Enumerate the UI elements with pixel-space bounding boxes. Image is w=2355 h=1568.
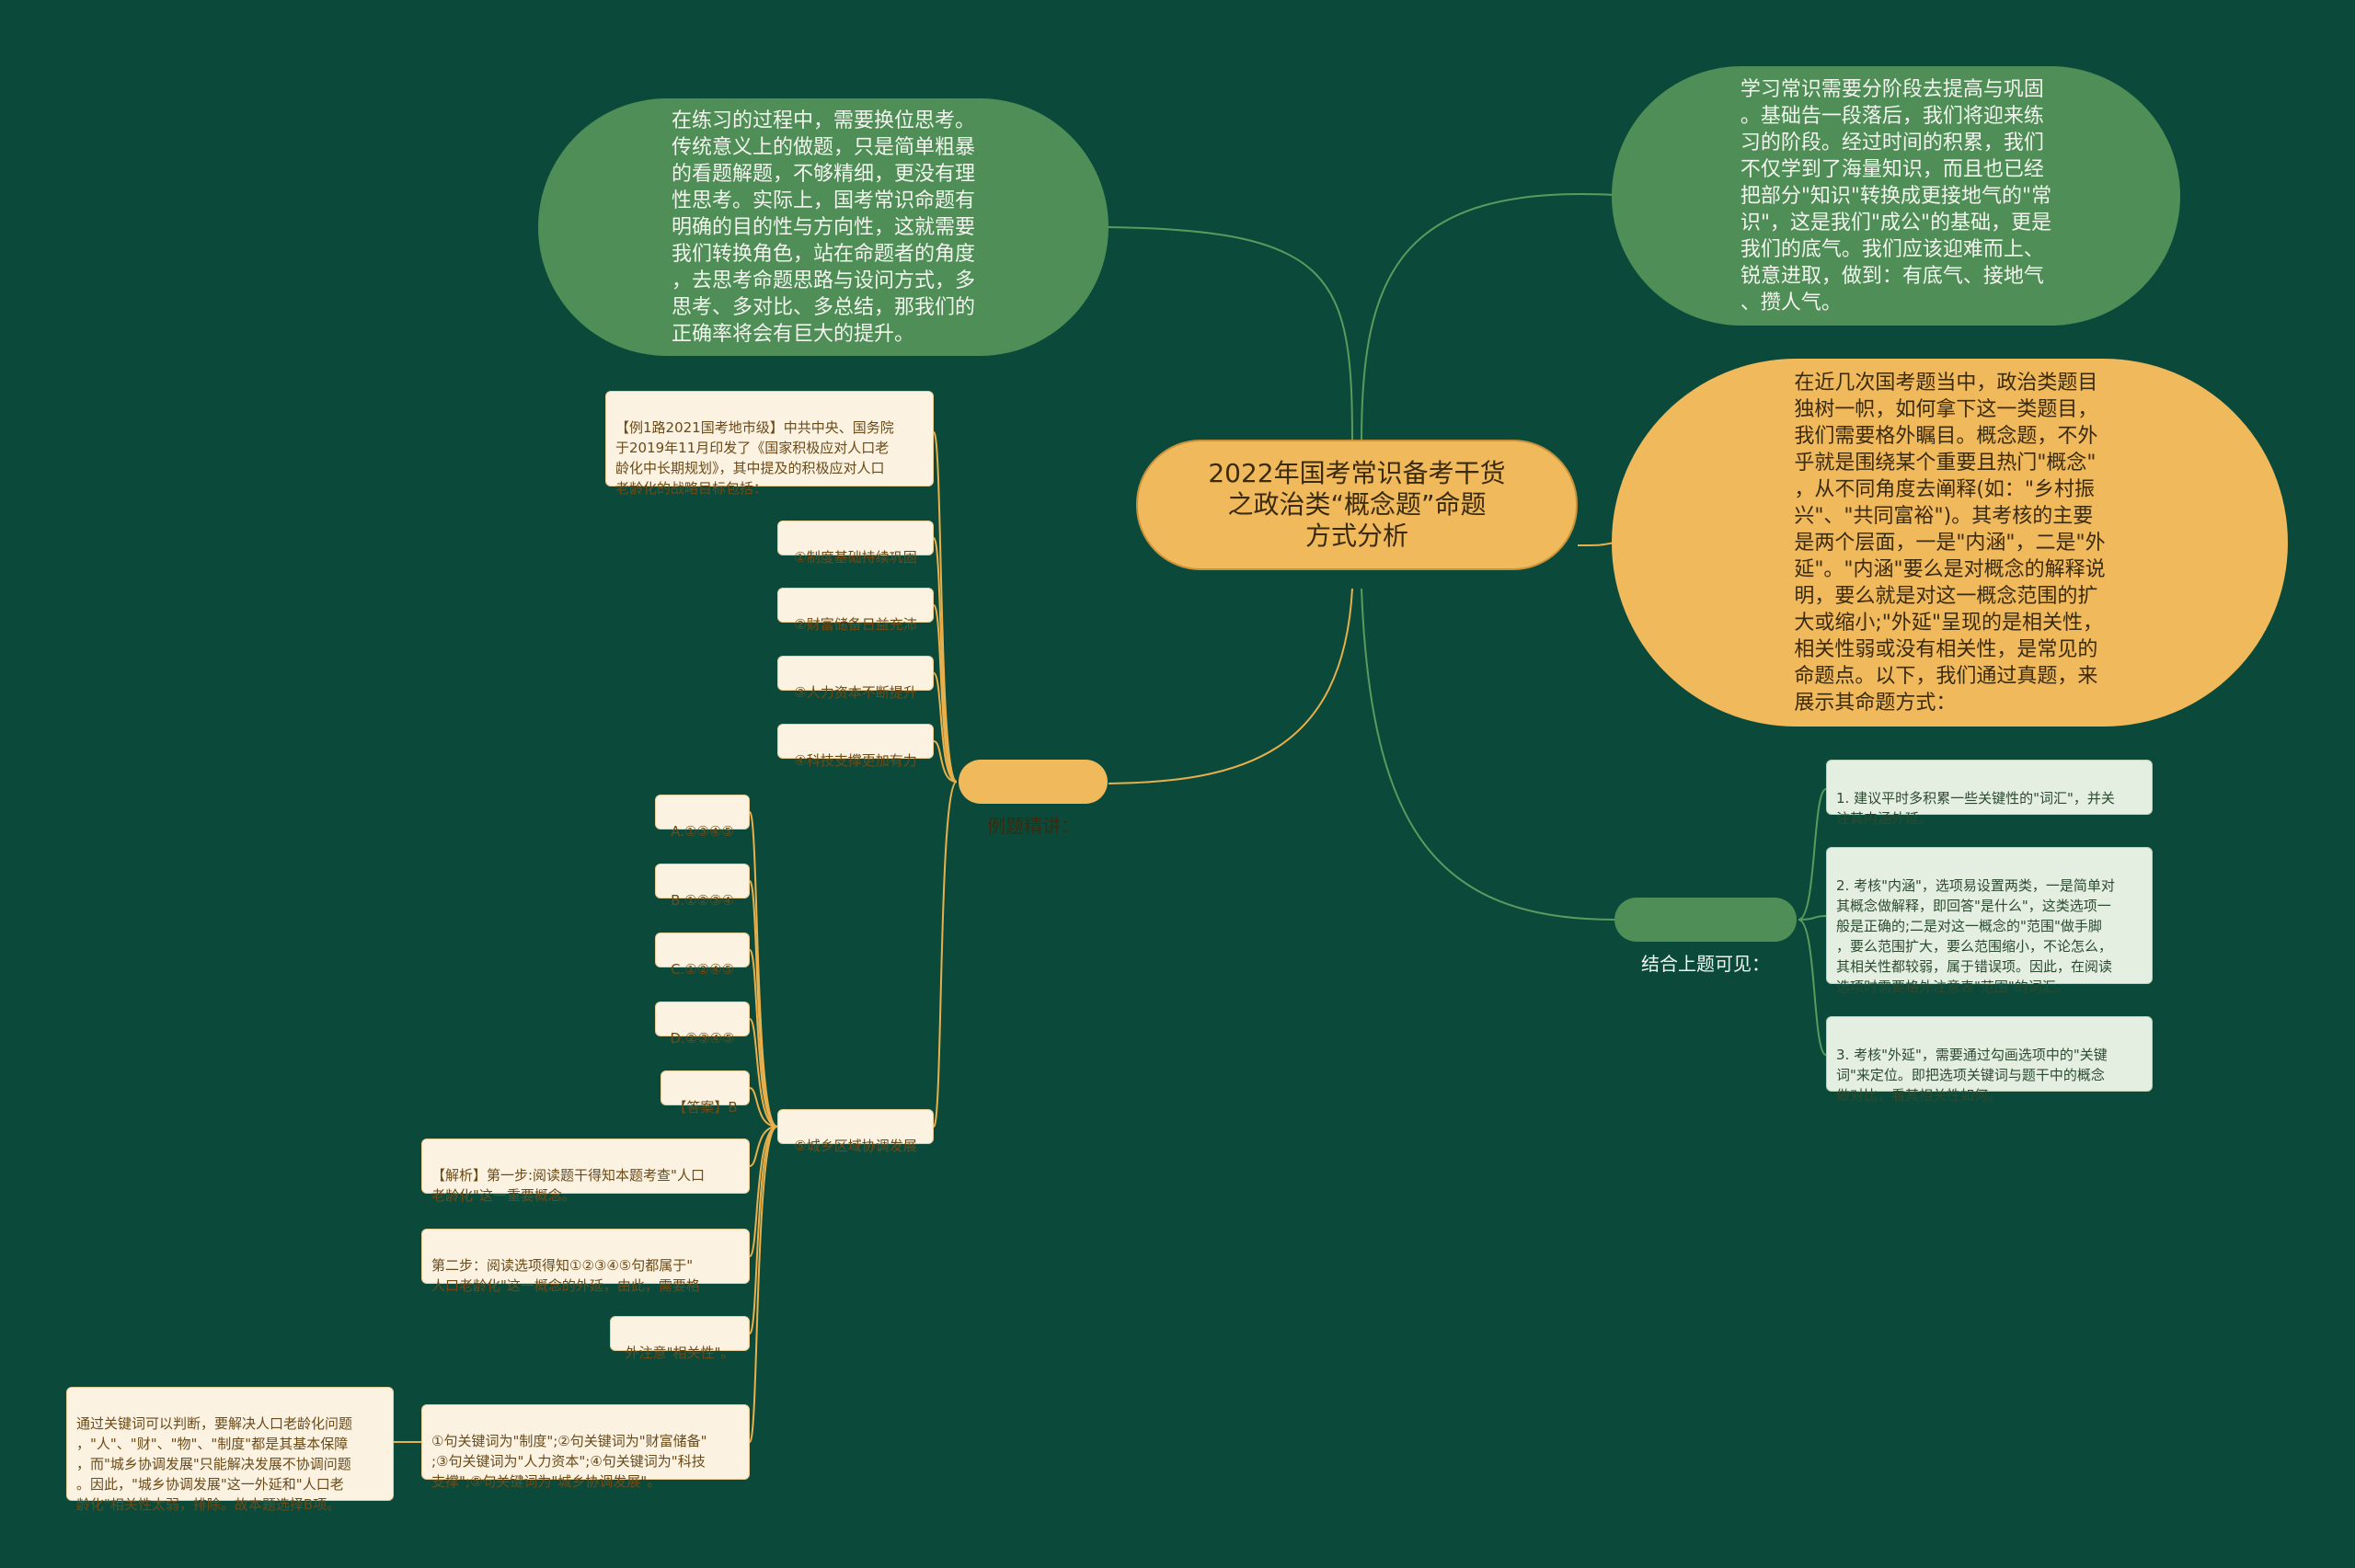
analysis-step2-card[interactable]: 第二步：阅读选项得知①②③④⑤句都属于" 人口老龄化"这一概念的外延，由此，需要… [421, 1229, 750, 1294]
analysis-step3-text: 外注意"相关性"。 [625, 1345, 735, 1361]
item-card[interactable]: ①制度基础持续巩固 [777, 521, 934, 566]
example-label-text: 例题精讲： [987, 815, 1079, 837]
practice-thinking-text: 在练习的过程中，需要换位思考。 传统意义上的做题，只是简单粗暴 的看题解题，不够… [671, 109, 975, 346]
example-label-node[interactable]: 例题精讲： [959, 760, 1108, 837]
analysis-conclusion-card[interactable]: 通过关键词可以判断，要解决人口老龄化问题 ，"人"、"财"、"物"、"制度"都是… [66, 1387, 394, 1513]
answer-card[interactable]: 【答案】B [661, 1070, 750, 1116]
item-card[interactable]: ④科技支撑更加有力 [777, 724, 934, 769]
option-text: D.②③④⑤ [670, 1030, 735, 1047]
option-text: C.①②④⑤ [670, 961, 735, 978]
item-card[interactable]: ③人力资本不断提升 [777, 656, 934, 701]
analysis-keywords-card[interactable]: ①句关键词为"制度";②句关键词为"财富储备" ;③句关键词为"人力资本";④句… [421, 1404, 750, 1490]
item-text: ④科技支撑更加有力 [794, 752, 917, 769]
analysis-conclusion-text: 通过关键词可以判断，要解决人口老龄化问题 ，"人"、"财"、"物"、"制度"都是… [76, 1415, 353, 1513]
analysis-step3-card[interactable]: 外注意"相关性"。 [610, 1316, 750, 1361]
conclusion-text: 2. 考核"内涵"，选项易设置两类，一是简单对 其概念做解释，即回答"是什么"，… [1836, 877, 2115, 995]
analysis-step1-card[interactable]: 【解析】第一步:阅读题干得知本题考查"人口 老龄化"这一重要概念。 [421, 1139, 750, 1204]
item-text: ①制度基础持续巩固 [794, 549, 917, 566]
option-text: B.①②③④ [671, 892, 734, 909]
option-text: A.①③④⑤ [671, 823, 734, 840]
item-text: ②财富储备日益充沛 [794, 616, 917, 633]
root-topic[interactable]: 2022年国考常识备考干货 之政治类“概念题”命题 方式分析 [1136, 440, 1578, 570]
question-card[interactable]: 【例1路2021国考地市级】中共中央、国务院 于2019年11月印发了《国家积极… [605, 391, 934, 497]
analysis-keywords-text: ①句关键词为"制度";②句关键词为"财富储备" ;③句关键词为"人力资本";④句… [431, 1433, 707, 1490]
concept-question-text: 在近几次国考题当中，政治类题目 独树一帜，如何拿下这一类题目， 我们需要格外瞩目… [1794, 371, 2106, 715]
conclusion-text: 1. 建议平时多积累一些关键性的"词汇"，并关 注其内涵外延。 [1836, 790, 2115, 827]
concept-question-node[interactable]: 在近几次国考题当中，政治类题目 独树一帜，如何拿下这一类题目， 我们需要格外瞩目… [1612, 359, 2288, 727]
conclusion-card[interactable]: 1. 建议平时多积累一些关键性的"词汇"，并关 注其内涵外延。 [1826, 760, 2153, 827]
conclusion-text: 3. 考核"外延"，需要通过勾画选项中的"关键 词"来定位。即把选项关键词与题干… [1836, 1047, 2108, 1104]
item-card[interactable]: ②财富储备日益充沛 [777, 588, 934, 633]
practice-thinking-node[interactable]: 在练习的过程中，需要换位思考。 传统意义上的做题，只是简单粗暴 的看题解题，不够… [538, 98, 1109, 356]
conclusion-label-node[interactable]: 结合上题可见： [1614, 898, 1797, 975]
option-card[interactable]: C.①②④⑤ [655, 933, 750, 978]
study-stages-node[interactable]: 学习常识需要分阶段去提高与巩固 。基础告一段落后，我们将迎来练 习的阶段。经过时… [1612, 66, 2180, 326]
item-text: ③人力资本不断提升 [794, 684, 917, 701]
item-text: ⑤城乡区域协调发展 [794, 1138, 917, 1154]
option-card[interactable]: D.②③④⑤ [655, 1001, 750, 1047]
analysis-step2-text: 第二步：阅读选项得知①②③④⑤句都属于" 人口老龄化"这一概念的外延，由此，需要… [431, 1257, 700, 1294]
option-card[interactable]: A.①③④⑤ [655, 795, 750, 840]
analysis-step1-text: 【解析】第一步:阅读题干得知本题考查"人口 老龄化"这一重要概念。 [431, 1167, 705, 1204]
option-card[interactable]: B.①②③④ [655, 864, 750, 909]
answer-text: 【答案】B [672, 1099, 738, 1116]
question-text: 【例1路2021国考地市级】中共中央、国务院 于2019年11月印发了《国家积极… [615, 419, 894, 497]
study-stages-text: 学习常识需要分阶段去提高与巩固 。基础告一段落后，我们将迎来练 习的阶段。经过时… [1740, 77, 2052, 315]
root-topic-label: 2022年国考常识备考干货 之政治类“概念题”命题 方式分析 [1208, 458, 1506, 551]
conclusion-card[interactable]: 3. 考核"外延"，需要通过勾画选项中的"关键 词"来定位。即把选项关键词与题干… [1826, 1016, 2153, 1104]
conclusion-label-text: 结合上题可见： [1641, 953, 1770, 975]
conclusion-card[interactable]: 2. 考核"内涵"，选项易设置两类，一是简单对 其概念做解释，即回答"是什么"，… [1826, 847, 2153, 995]
item-card[interactable]: ⑤城乡区域协调发展 [777, 1109, 934, 1154]
